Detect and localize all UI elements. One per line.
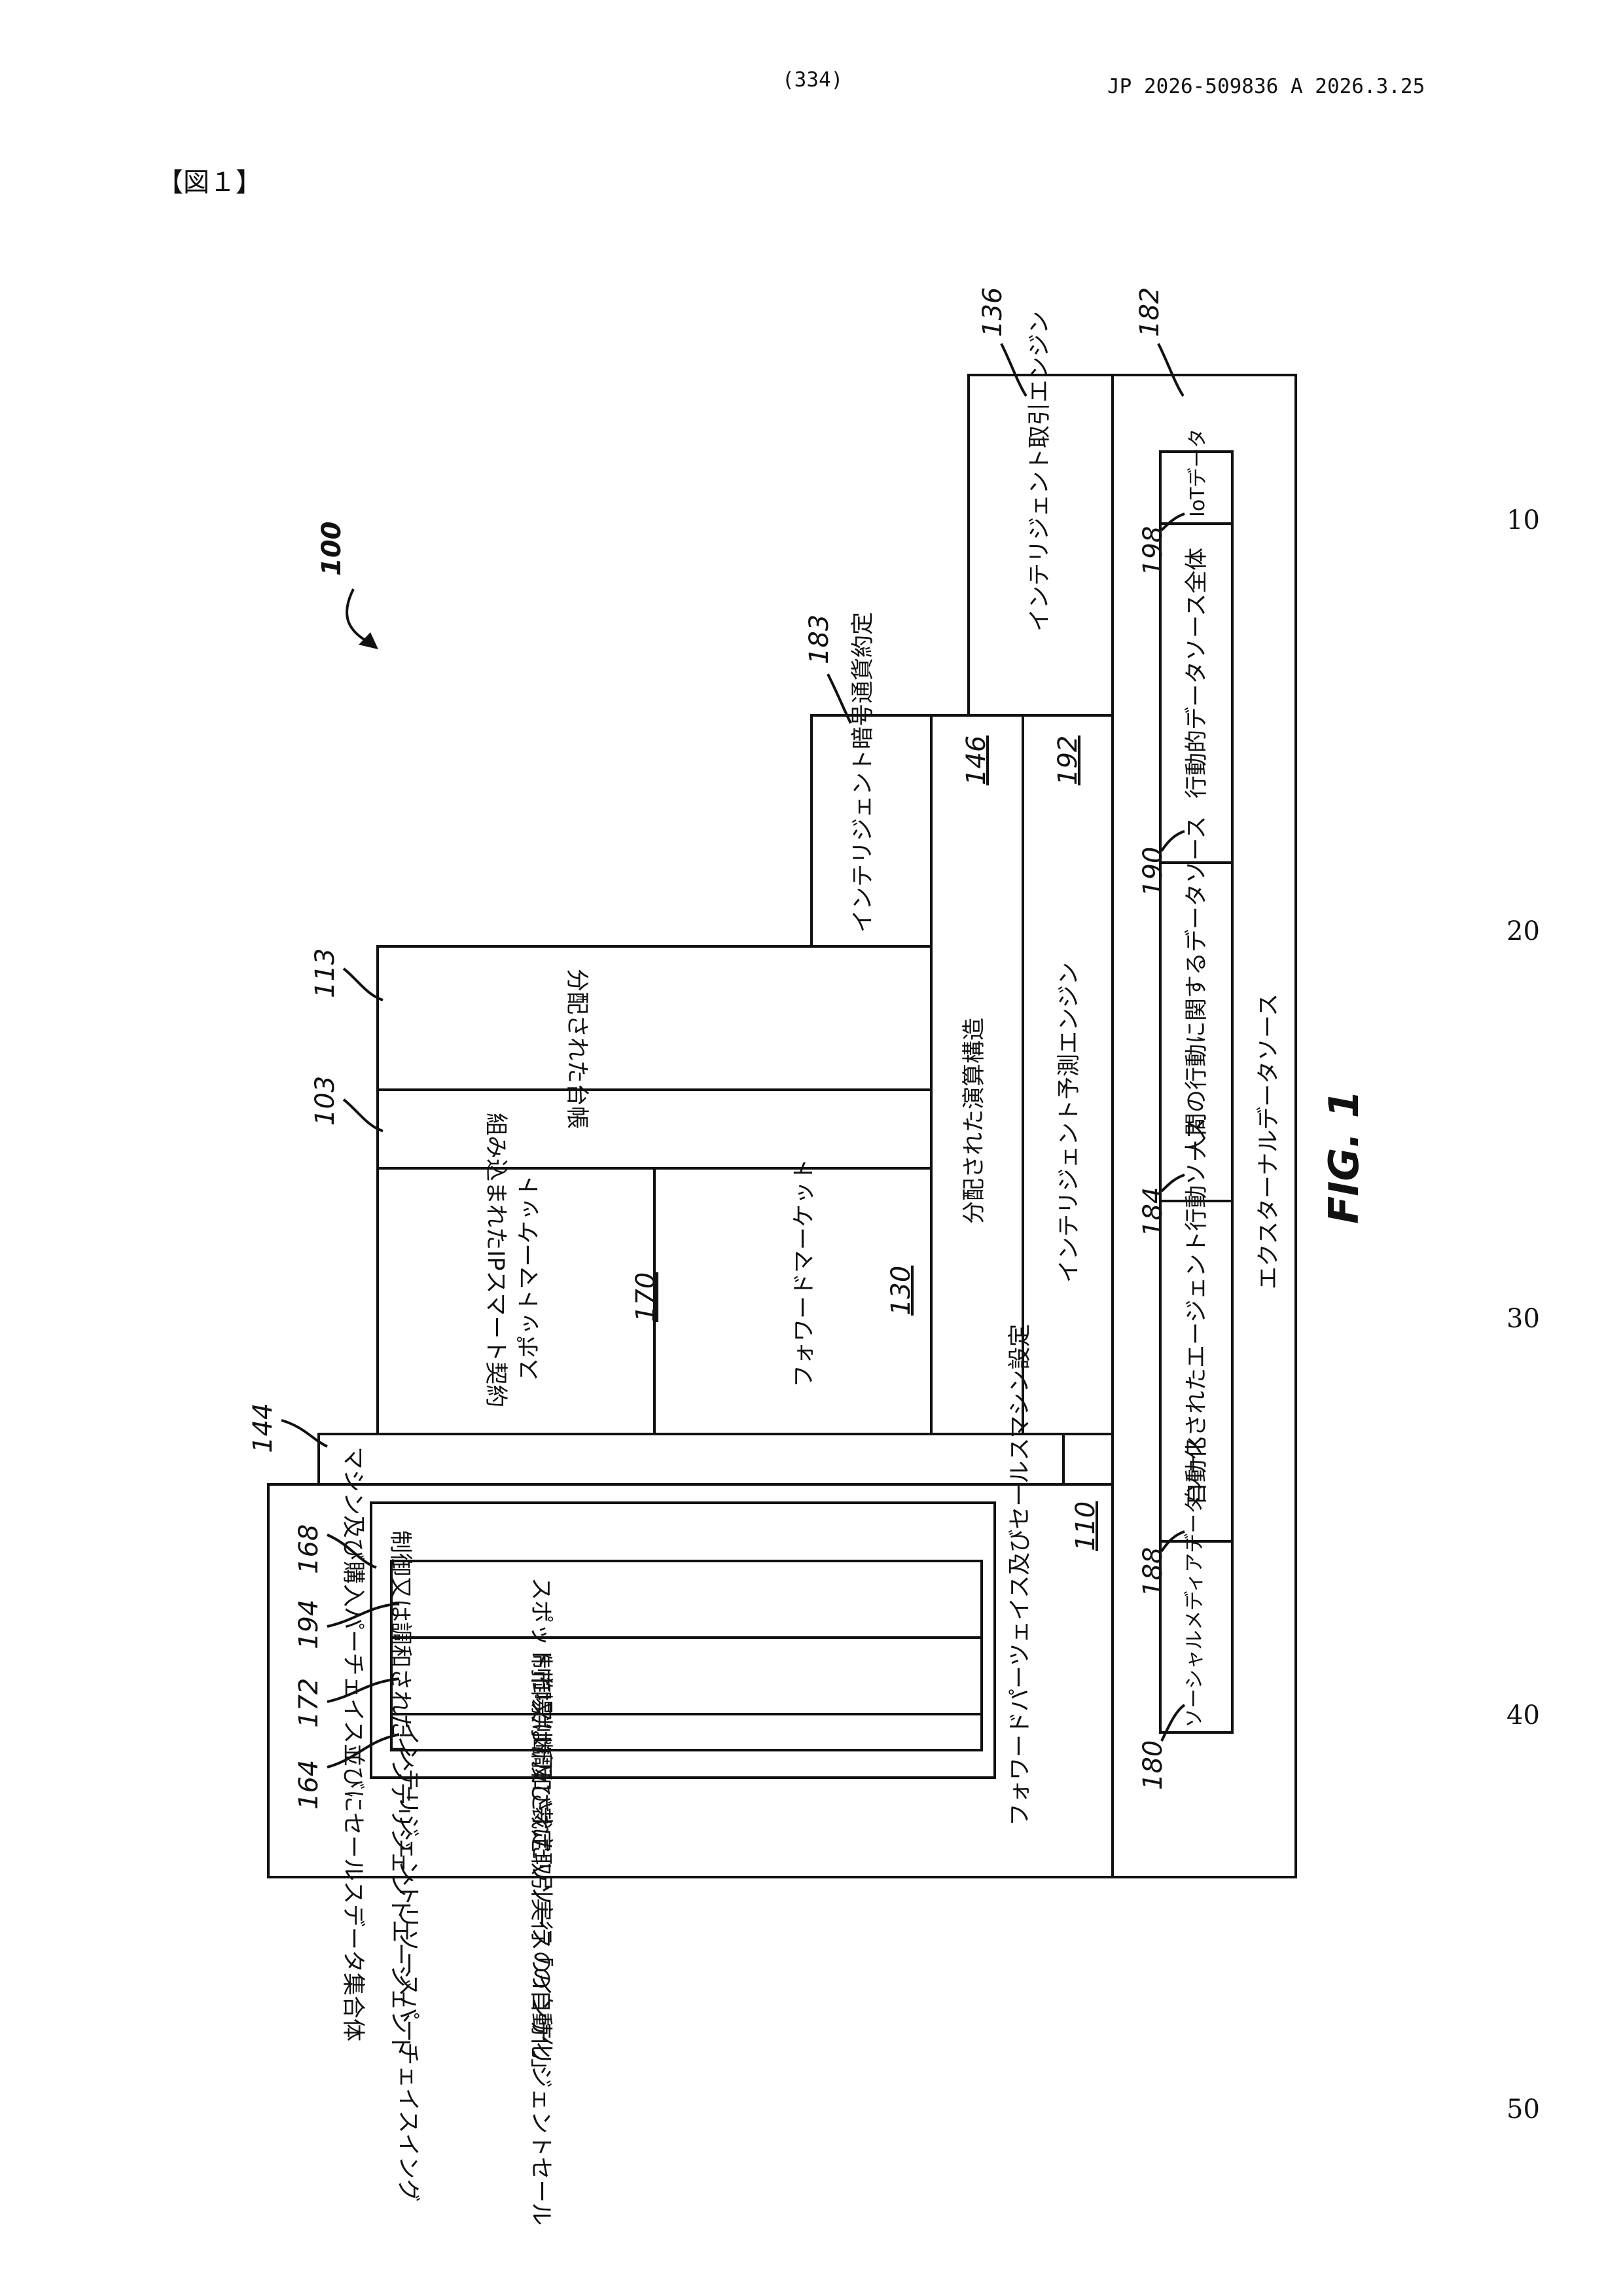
machine-aggregate-label: マシン及び購入パーチェイス並びにセールスデータ集合体 bbox=[340, 1446, 366, 2041]
prediction-engine-ref: 192 bbox=[1053, 736, 1083, 785]
forward-machine-set-label: フォワードパーツェイス及びセールスマシン設定 bbox=[1007, 1324, 1033, 1826]
ref-183: 183 bbox=[804, 615, 834, 664]
fig-label: FIG. 1 bbox=[1320, 1090, 1368, 1224]
ref-190: 190 bbox=[1138, 847, 1168, 897]
forward-market-label: フォワードマーケット bbox=[791, 1158, 817, 1388]
resource-agent-label: 制御又は調和されたリソースのインテリジェントセール bbox=[527, 1654, 554, 2225]
prediction-engine-label: インテリジェント予測エンジン bbox=[1056, 962, 1082, 1283]
ref-136: 136 bbox=[978, 287, 1008, 337]
ref-172: 172 bbox=[294, 1678, 324, 1728]
ref-168: 168 bbox=[294, 1524, 324, 1574]
ip-contract-box bbox=[378, 1090, 931, 1168]
ref-198: 198 bbox=[1138, 526, 1168, 576]
human-behavior-label: 人間の行動に関するデータソース bbox=[1184, 816, 1210, 1158]
distributed-ledger-box bbox=[378, 946, 931, 1090]
crypto-contract-label: インテリジェント暗号通貨約定 bbox=[850, 612, 876, 933]
machine-aggregate-box bbox=[319, 1434, 1113, 1484]
ref-182: 182 bbox=[1135, 287, 1165, 337]
external-sources-label: エクスターナルデータソース bbox=[1256, 994, 1282, 1289]
leader-136 bbox=[1001, 344, 1026, 396]
ref-144: 144 bbox=[248, 1403, 278, 1453]
distributed-ledger-label: 分配された台帳 bbox=[563, 969, 590, 1129]
controlled-agent-box bbox=[371, 1503, 995, 1778]
iot-data-label: IoTデータ bbox=[1186, 428, 1209, 517]
purchase-agent-box bbox=[391, 1714, 982, 1750]
ref-164: 164 bbox=[294, 1760, 324, 1810]
ref-194: 194 bbox=[294, 1600, 324, 1649]
ip-contract-label: 組み込まれたIPスマート契約 bbox=[482, 1113, 508, 1407]
system-ref-arrowhead bbox=[359, 632, 378, 649]
ref-184: 184 bbox=[1138, 1187, 1168, 1237]
forward-market-ref: 130 bbox=[886, 1266, 916, 1316]
purchase-agent-label: インテリジェントリソースパーチェイスイング bbox=[395, 1723, 421, 2202]
ref-103: 103 bbox=[310, 1076, 340, 1126]
behavioral-all-label: 行動的データソース全体 bbox=[1184, 548, 1210, 798]
leader-184 bbox=[1162, 1175, 1185, 1191]
leader-198 bbox=[1162, 514, 1185, 530]
distributed-compute-label: 分配された演算構造 bbox=[961, 1018, 988, 1224]
leader-182 bbox=[1158, 344, 1183, 396]
ref-113: 113 bbox=[310, 948, 340, 998]
ref-180: 180 bbox=[1138, 1740, 1168, 1790]
forward-machine-set-ref: 110 bbox=[1071, 1501, 1101, 1551]
leader-180 bbox=[1162, 1705, 1185, 1741]
ref-188: 188 bbox=[1138, 1547, 1168, 1597]
leader-190 bbox=[1162, 831, 1185, 851]
spot-market-ref: 170 bbox=[631, 1272, 661, 1322]
resource-agent-box bbox=[391, 1638, 982, 1714]
system-ref-label: 100 bbox=[317, 522, 347, 577]
automated-agent-label: 自動化されたエージェント行動ソース bbox=[1184, 1117, 1210, 1505]
trading-engine-label: インテリジェント取引エンジン bbox=[1027, 311, 1053, 632]
spot-automation-box bbox=[391, 1561, 982, 1638]
spot-market-label: スポットマーケット bbox=[516, 1175, 543, 1381]
distributed-compute-ref: 146 bbox=[961, 736, 991, 785]
